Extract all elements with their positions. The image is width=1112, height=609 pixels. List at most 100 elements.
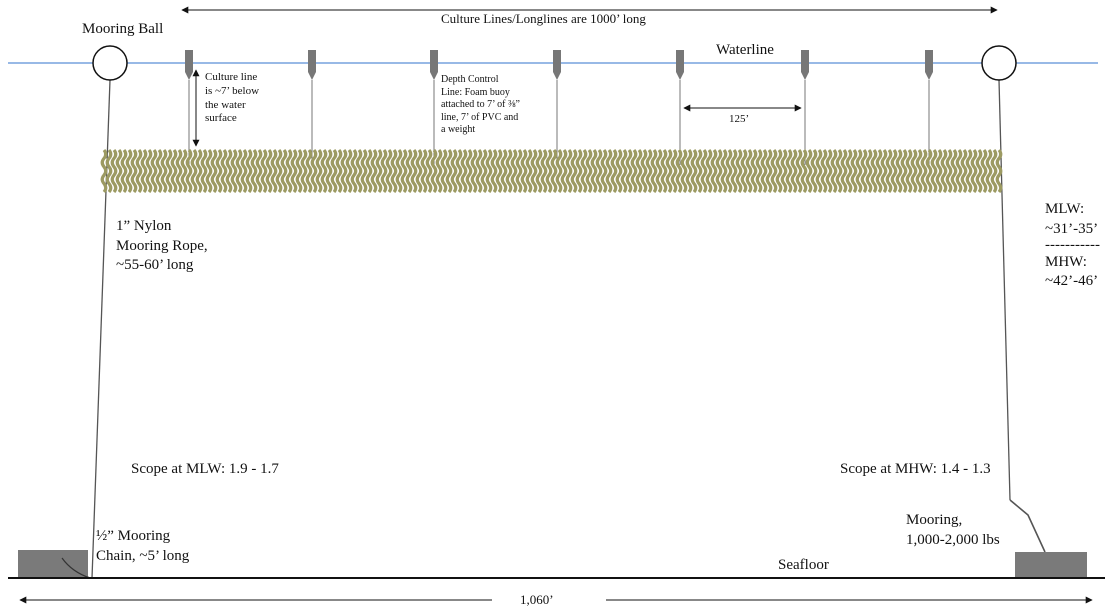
kelp-strand xyxy=(140,148,148,194)
kelp-strand xyxy=(265,148,273,194)
kelp-strand xyxy=(315,148,323,194)
kelp-strand xyxy=(525,148,533,194)
buoy xyxy=(676,50,684,80)
kelp-strand xyxy=(260,148,268,194)
kelp-strand xyxy=(520,148,528,194)
kelp-strand xyxy=(580,148,588,194)
kelp-strand xyxy=(570,148,578,194)
kelp-strand xyxy=(675,148,683,194)
top-dimension-label: Culture Lines/Longlines are 1000’ long xyxy=(441,11,646,26)
kelp-strand xyxy=(950,148,958,194)
kelp-strand xyxy=(330,148,338,194)
buoy-spacing-label: 125’ xyxy=(729,113,750,125)
kelp-strand xyxy=(945,148,953,194)
kelp-strand xyxy=(110,148,118,194)
kelp-strand xyxy=(760,148,768,194)
kelp-strand xyxy=(590,148,598,194)
kelp-strand xyxy=(610,148,618,194)
left-anchor xyxy=(18,550,88,578)
kelp-strand xyxy=(165,148,173,194)
kelp-strand xyxy=(730,148,738,194)
mooring-weight-label: Mooring, 1,000-2,000 lbs xyxy=(906,512,1000,548)
water-depth-label: MLW: ~31’-35’ ----------- MHW: ~42’-46’ xyxy=(1045,201,1100,289)
kelp-strand xyxy=(445,148,453,194)
kelp-strand xyxy=(125,148,133,194)
kelp-strand xyxy=(450,148,458,194)
kelp-strand xyxy=(335,148,343,194)
kelp-strand xyxy=(770,148,778,194)
kelp-strand xyxy=(975,148,983,194)
kelp-strand xyxy=(700,148,708,194)
kelp-strand xyxy=(295,148,303,194)
kelp-strand xyxy=(670,148,678,194)
buoy xyxy=(430,50,438,80)
kelp-strand xyxy=(850,148,858,194)
kelp-strand xyxy=(555,148,563,194)
kelp-strand xyxy=(545,148,553,194)
kelp-strand xyxy=(805,148,813,194)
kelp-strand xyxy=(660,148,668,194)
kelp-strand xyxy=(205,148,213,194)
kelp-strand xyxy=(925,148,933,194)
kelp-strand xyxy=(505,148,513,194)
kelp-strand xyxy=(835,148,843,194)
kelp-strand xyxy=(320,148,328,194)
seafloor-label: Seafloor xyxy=(778,557,829,573)
buoy xyxy=(801,50,809,80)
kelp-strand xyxy=(655,148,663,194)
kelp-strand xyxy=(530,148,538,194)
kelp-strand xyxy=(200,148,208,194)
kelp-strand xyxy=(120,148,128,194)
kelp-strand xyxy=(845,148,853,194)
kelp-strand xyxy=(840,148,848,194)
kelp-strand xyxy=(280,148,288,194)
kelp-strand xyxy=(160,148,168,194)
buoy xyxy=(925,50,933,80)
kelp-strand xyxy=(690,148,698,194)
kelp-strand xyxy=(800,148,808,194)
kelp-strand xyxy=(185,148,193,194)
kelp-strand xyxy=(995,148,1003,194)
kelp-strand xyxy=(920,148,928,194)
kelp-strand xyxy=(195,148,203,194)
kelp-strand xyxy=(720,148,728,194)
kelp-strand xyxy=(150,148,158,194)
kelp-strand xyxy=(385,148,393,194)
right-mooring-ball xyxy=(981,45,1017,81)
kelp-strand xyxy=(955,148,963,194)
mooring-ball-label: Mooring Ball xyxy=(82,21,164,37)
kelp-strand xyxy=(650,148,658,194)
kelp-strand xyxy=(645,148,653,194)
buoy xyxy=(553,50,561,80)
kelp-strand xyxy=(270,148,278,194)
kelp-strand xyxy=(860,148,868,194)
kelp-strand xyxy=(865,148,873,194)
kelp-strand xyxy=(725,148,733,194)
kelp-strand xyxy=(230,148,238,194)
kelp-strand xyxy=(480,148,488,194)
kelp-strand xyxy=(305,148,313,194)
kelp-strand xyxy=(440,148,448,194)
kelp-strand xyxy=(370,148,378,194)
kelp-strand xyxy=(490,148,498,194)
kelp-strand xyxy=(240,148,248,194)
kelp-strand xyxy=(775,148,783,194)
kelp-strand xyxy=(600,148,608,194)
kelp-strand xyxy=(535,148,543,194)
kelp-strand xyxy=(900,148,908,194)
kelp-strand xyxy=(465,148,473,194)
kelp-strand xyxy=(635,148,643,194)
scope-mlw-label: Scope at MLW: 1.9 - 1.7 xyxy=(131,461,279,477)
kelp-strand xyxy=(325,148,333,194)
waterline-label: Waterline xyxy=(716,42,774,58)
kelp-strand xyxy=(170,148,178,194)
culture-line-depth-note: Culture line is ~7’ below the water surf… xyxy=(205,71,260,125)
kelp-strand xyxy=(145,148,153,194)
kelp-strand xyxy=(175,148,183,194)
kelp-strand xyxy=(985,148,993,194)
kelp-strand xyxy=(375,148,383,194)
kelp-strand xyxy=(475,148,483,194)
kelp-strand xyxy=(250,148,258,194)
kelp-strand xyxy=(360,148,368,194)
